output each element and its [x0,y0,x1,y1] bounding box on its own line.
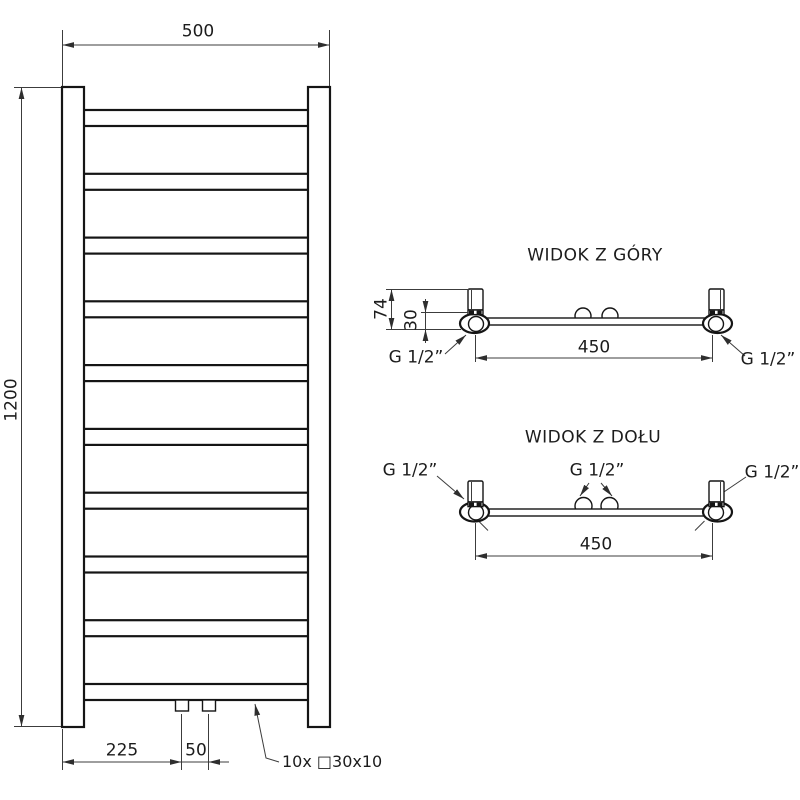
radiator-tube [81,619,311,638]
offset-dimension-label: 225 [105,740,139,761]
radiator-tube [81,236,311,255]
left-wall-bracket [467,480,484,508]
front-height-dimension [14,87,61,727]
left-wall-bracket [467,288,484,316]
bottom-connection-right [201,699,217,712]
radiator-tube [81,300,311,319]
radiator-body [60,85,332,729]
thread-leader-bottom-right-tail [694,520,705,531]
bottom-span-dimension [475,523,713,560]
depth-dimension-label: 74 [371,298,392,320]
top-depth-dimension [386,289,470,330]
thread-leader-top-left [444,334,467,355]
bottom-view-title: WIDOK Z DOŁU [524,427,662,448]
right-wall-bracket [708,480,725,508]
bottom-span-dimension-label: 450 [579,534,613,555]
left-collector [60,85,86,729]
thread-leader-bottom-center-b [600,482,613,497]
radiator-tube [81,172,311,191]
right-thread-port [707,315,725,333]
top-axis-dimension [421,299,468,343]
thread-leader-bottom-left-tail [478,520,489,531]
thread-label-bottom-left: G 1/2” [382,460,438,481]
tube-annotation-leader [254,703,280,763]
right-collector [306,85,332,729]
thread-leader-bottom-center-a [579,482,590,497]
thread-label-bottom-center: G 1/2” [569,460,625,481]
height-dimension-label: 1200 [1,378,22,422]
radiator-tube [81,364,311,383]
radiator-tube [81,108,311,128]
radiator-tube [81,427,311,446]
top-span-dimension-label: 450 [577,337,611,358]
radiator-tubes [81,108,311,702]
bottom-connection-left [174,699,190,712]
bottom-view [436,475,747,560]
thread-leader-top-right [720,334,746,357]
tube-profile [482,508,710,517]
radiator-tube [81,491,311,510]
right-wall-bracket [708,288,725,316]
radiator-tube [81,555,311,574]
top-view-title: WIDOK Z GÓRY [527,245,663,266]
left-thread-port [467,315,485,333]
radiator-tube [81,682,311,702]
top-view [386,288,746,362]
width-dimension-label: 500 [181,21,215,42]
front-view [14,30,332,770]
spacing-dimension-label: 50 [185,740,207,761]
tube-spec-label: 10x □30x10 [282,752,383,771]
thread-label-top-left: G 1/2” [388,347,444,368]
tube-profile [482,317,710,326]
axis-dimension-label: 30 [401,309,422,331]
thread-leader-bottom-left [436,475,465,500]
front-width-dimension [62,30,330,86]
top-span-dimension [475,335,713,362]
front-bottom-dimensions [62,714,229,770]
thread-label-bottom-right: G 1/2” [744,462,800,483]
thread-label-top-right: G 1/2” [740,349,796,370]
